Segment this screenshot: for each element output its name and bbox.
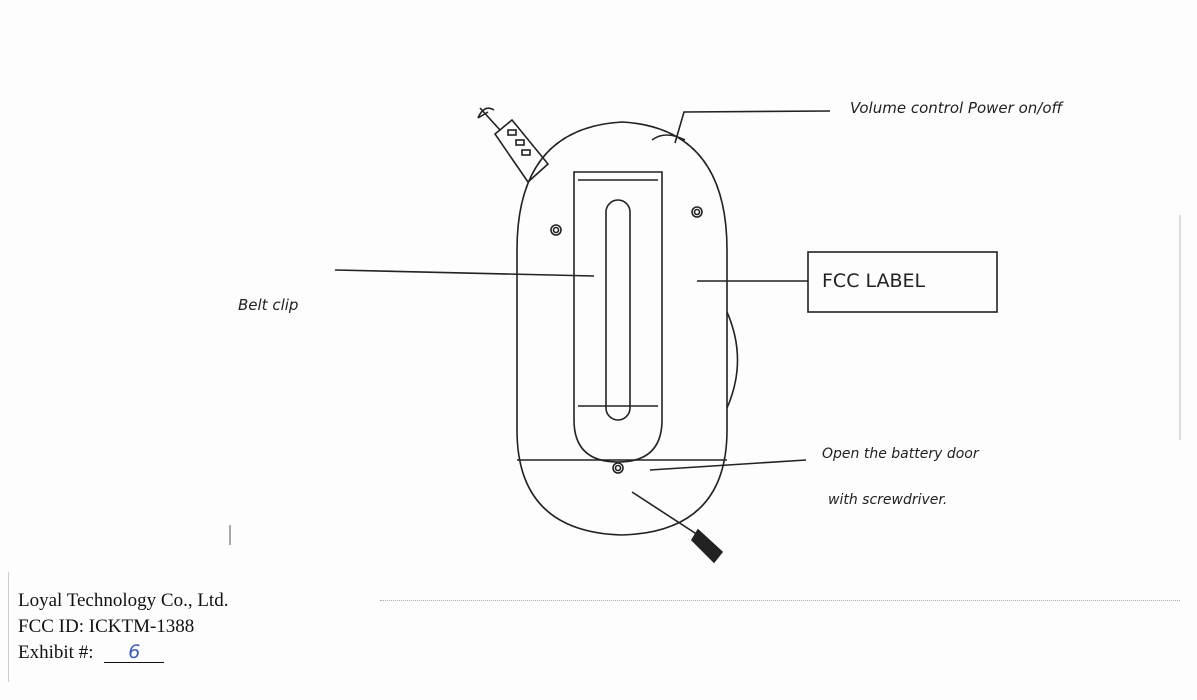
screw-icon	[550, 224, 562, 236]
clip-slot	[605, 199, 631, 421]
exhibit-number: 6	[128, 641, 141, 663]
fcc-id: FCC ID: ICKTM-1388	[18, 616, 195, 637]
screw-icon	[691, 206, 703, 218]
scan-noise-divider	[380, 600, 1180, 601]
belt-clip-label: Belt clip	[238, 296, 299, 314]
exhibit-row: Exhibit #: 6	[18, 640, 165, 666]
screwdriver-icon	[631, 491, 724, 564]
leader-battery	[649, 459, 807, 471]
belt-clip-drawing	[573, 171, 663, 463]
company-name: Loyal Technology Co., Ltd.	[18, 590, 229, 611]
antenna-drawing	[477, 107, 550, 184]
battery-label-line1: Open the battery door	[822, 446, 979, 462]
fcc-label-text: FCC LABEL	[822, 270, 926, 292]
volume-label: Volume control Power on/off	[850, 99, 1063, 117]
leader-belt-clip	[334, 269, 595, 277]
fcc-label-box	[807, 251, 998, 313]
volume-knob	[651, 134, 686, 141]
footer-border	[8, 572, 299, 682]
battery-label-line2: with screwdriver.	[828, 492, 948, 508]
exhibit-label: Exhibit #:	[18, 642, 94, 663]
side-bump	[726, 311, 739, 409]
device-body	[516, 121, 728, 536]
leader-volume	[674, 110, 831, 144]
screw-icon	[612, 462, 624, 474]
